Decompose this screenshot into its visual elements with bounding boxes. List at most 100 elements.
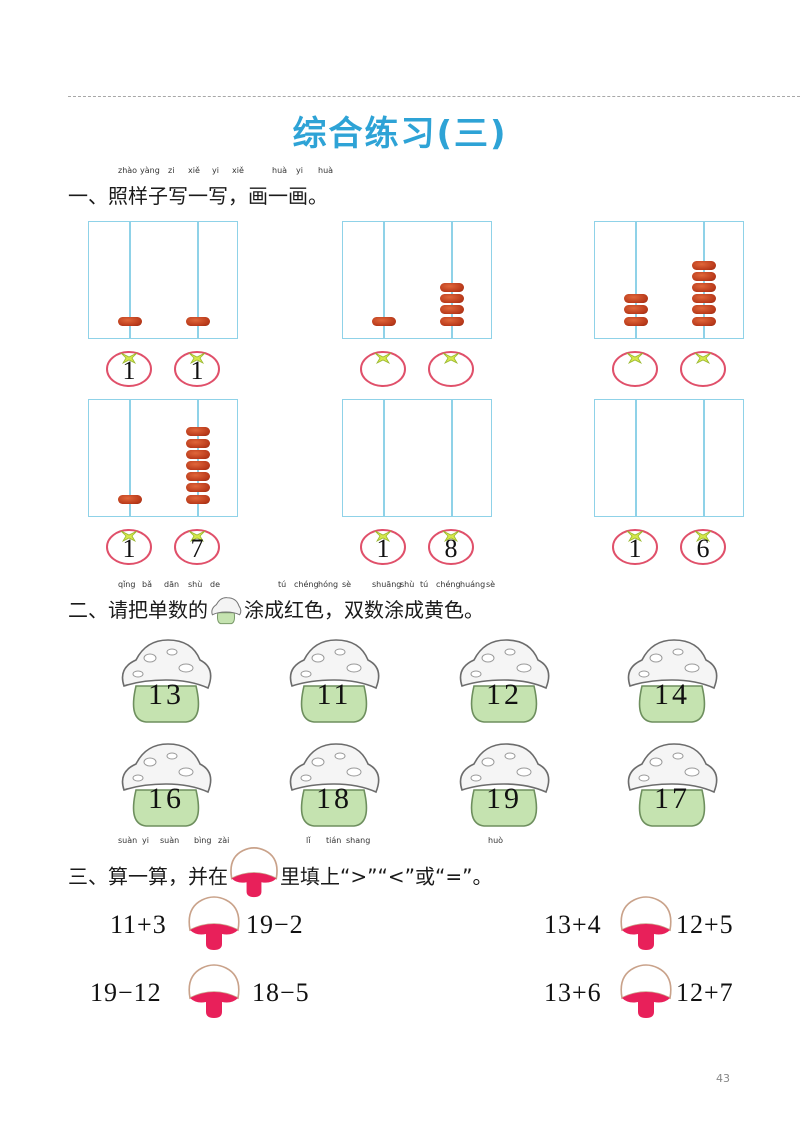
pinyin-syllable: qǐng (118, 580, 136, 589)
section3-text-after: 里填上“>”“<”或“=”。 (280, 864, 493, 889)
tens-answer-tomato[interactable]: 1 (105, 525, 153, 565)
tens-answer-tomato[interactable]: 1 (105, 347, 153, 387)
abacus-bead (186, 472, 210, 482)
tomato-number: 1 (122, 356, 136, 385)
section2-prefix: 二、 (68, 598, 108, 622)
left-expression: 19−12 (90, 978, 162, 1007)
number-mushroom[interactable]: 17 (626, 740, 718, 828)
section3-text-before: 算一算，并在 (108, 864, 228, 889)
tomato-number: 6 (696, 534, 710, 563)
abacus-bead (692, 316, 716, 326)
compare-answer-slot[interactable] (186, 962, 242, 1020)
pinyin-syllable: chéng (436, 580, 461, 589)
abacus-frame (594, 399, 744, 517)
tens-answer-tomato[interactable]: 1 (359, 525, 407, 565)
pinyin-syllable: shuāng (372, 580, 402, 589)
abacus-bead (118, 316, 142, 326)
abacus-bead (440, 316, 464, 326)
pinyin-syllable: zài (218, 836, 230, 845)
left-expression: 13+6 (544, 978, 602, 1007)
abacus-bead (624, 305, 648, 315)
section1-text: 照样子写一写，画一画。 (108, 184, 328, 208)
number-mushroom[interactable]: 18 (288, 740, 380, 828)
section1-prefix: 一、 (68, 184, 108, 208)
abacus-bead (440, 294, 464, 304)
tens-rod (635, 400, 637, 516)
tens-answer-tomato[interactable]: 1 (611, 525, 659, 565)
pinyin-syllable: huà (272, 166, 288, 175)
pinyin-syllable: chéng (294, 580, 319, 589)
pinyin-syllable: huà (318, 166, 334, 175)
mushroom-number: 14 (654, 678, 690, 711)
abacus-bead (186, 494, 210, 504)
pinyin-syllable: shù (188, 580, 203, 589)
ones-answer-tomato[interactable] (679, 347, 727, 387)
number-mushroom[interactable]: 14 (626, 636, 718, 724)
pinyin-syllable: de (210, 580, 220, 589)
abacus-bead (372, 316, 396, 326)
abacus-frame (88, 399, 238, 517)
compare-answer-slot[interactable] (186, 894, 242, 952)
tens-rod (129, 222, 131, 338)
section2-text-before: 请把单数的 (108, 598, 208, 622)
right-expression: 12+7 (676, 978, 734, 1007)
number-mushroom[interactable]: 19 (458, 740, 550, 828)
tens-rod (129, 400, 131, 516)
tens-answer-tomato[interactable] (611, 347, 659, 387)
tomato-number: 7 (190, 534, 204, 563)
ones-answer-tomato[interactable] (427, 347, 475, 387)
section3-prefix: 三、 (68, 864, 108, 889)
abacus-frame (88, 221, 238, 339)
ones-answer-tomato[interactable]: 6 (679, 525, 727, 565)
pinyin-syllable: sè (342, 580, 352, 589)
tomato-number: 1 (190, 356, 204, 385)
abacus-bead (692, 271, 716, 281)
tens-answer-tomato[interactable] (359, 347, 407, 387)
abacus-frame (342, 399, 492, 517)
pinyin-syllable: zhào (118, 166, 138, 175)
right-expression: 12+5 (676, 910, 734, 939)
compare-answer-slot[interactable] (618, 894, 674, 952)
ones-answer-tomato[interactable]: 7 (173, 525, 221, 565)
number-mushroom[interactable]: 16 (120, 740, 212, 828)
abacus-bead (624, 294, 648, 304)
abacus-bead (118, 494, 142, 504)
mushroom-number: 18 (316, 782, 352, 815)
pinyin-syllable: yi (142, 836, 149, 845)
dashed-divider (68, 96, 800, 97)
abacus-bead (186, 483, 210, 493)
abacus-bead (186, 316, 210, 326)
abacus-bead (186, 449, 210, 459)
tomato-number: 1 (628, 534, 642, 563)
pinyin-syllable: shù (400, 580, 415, 589)
number-mushroom[interactable]: 13 (120, 636, 212, 724)
left-expression: 13+4 (544, 910, 602, 939)
number-mushroom[interactable]: 11 (288, 636, 380, 724)
tomato-number: 1 (376, 534, 390, 563)
mushroom-number: 19 (486, 782, 522, 815)
pinyin-syllable: bìng (194, 836, 212, 845)
abacus-frame (342, 221, 492, 339)
tens-rod (635, 222, 637, 338)
abacus-bead (624, 316, 648, 326)
pinyin-syllable: tián (326, 836, 342, 845)
ones-answer-tomato[interactable]: 8 (427, 525, 475, 565)
number-mushroom[interactable]: 12 (458, 636, 550, 724)
ones-rod (451, 222, 453, 338)
abacus-bead (186, 427, 210, 437)
ones-answer-tomato[interactable]: 1 (173, 347, 221, 387)
abacus-bead (186, 460, 210, 470)
pinyin-syllable: yi (296, 166, 303, 175)
pinyin-syllable: xiě (232, 166, 244, 175)
ones-rod (197, 222, 199, 338)
left-expression: 11+3 (110, 910, 167, 939)
pinyin-syllable: hóng (318, 580, 339, 589)
mushroom-number: 11 (316, 678, 352, 711)
abacus-bead (692, 294, 716, 304)
pinyin-syllable: yàng (140, 166, 160, 175)
compare-answer-slot[interactable] (618, 962, 674, 1020)
right-expression: 18−5 (252, 978, 310, 1007)
mushroom-icon (208, 595, 244, 625)
